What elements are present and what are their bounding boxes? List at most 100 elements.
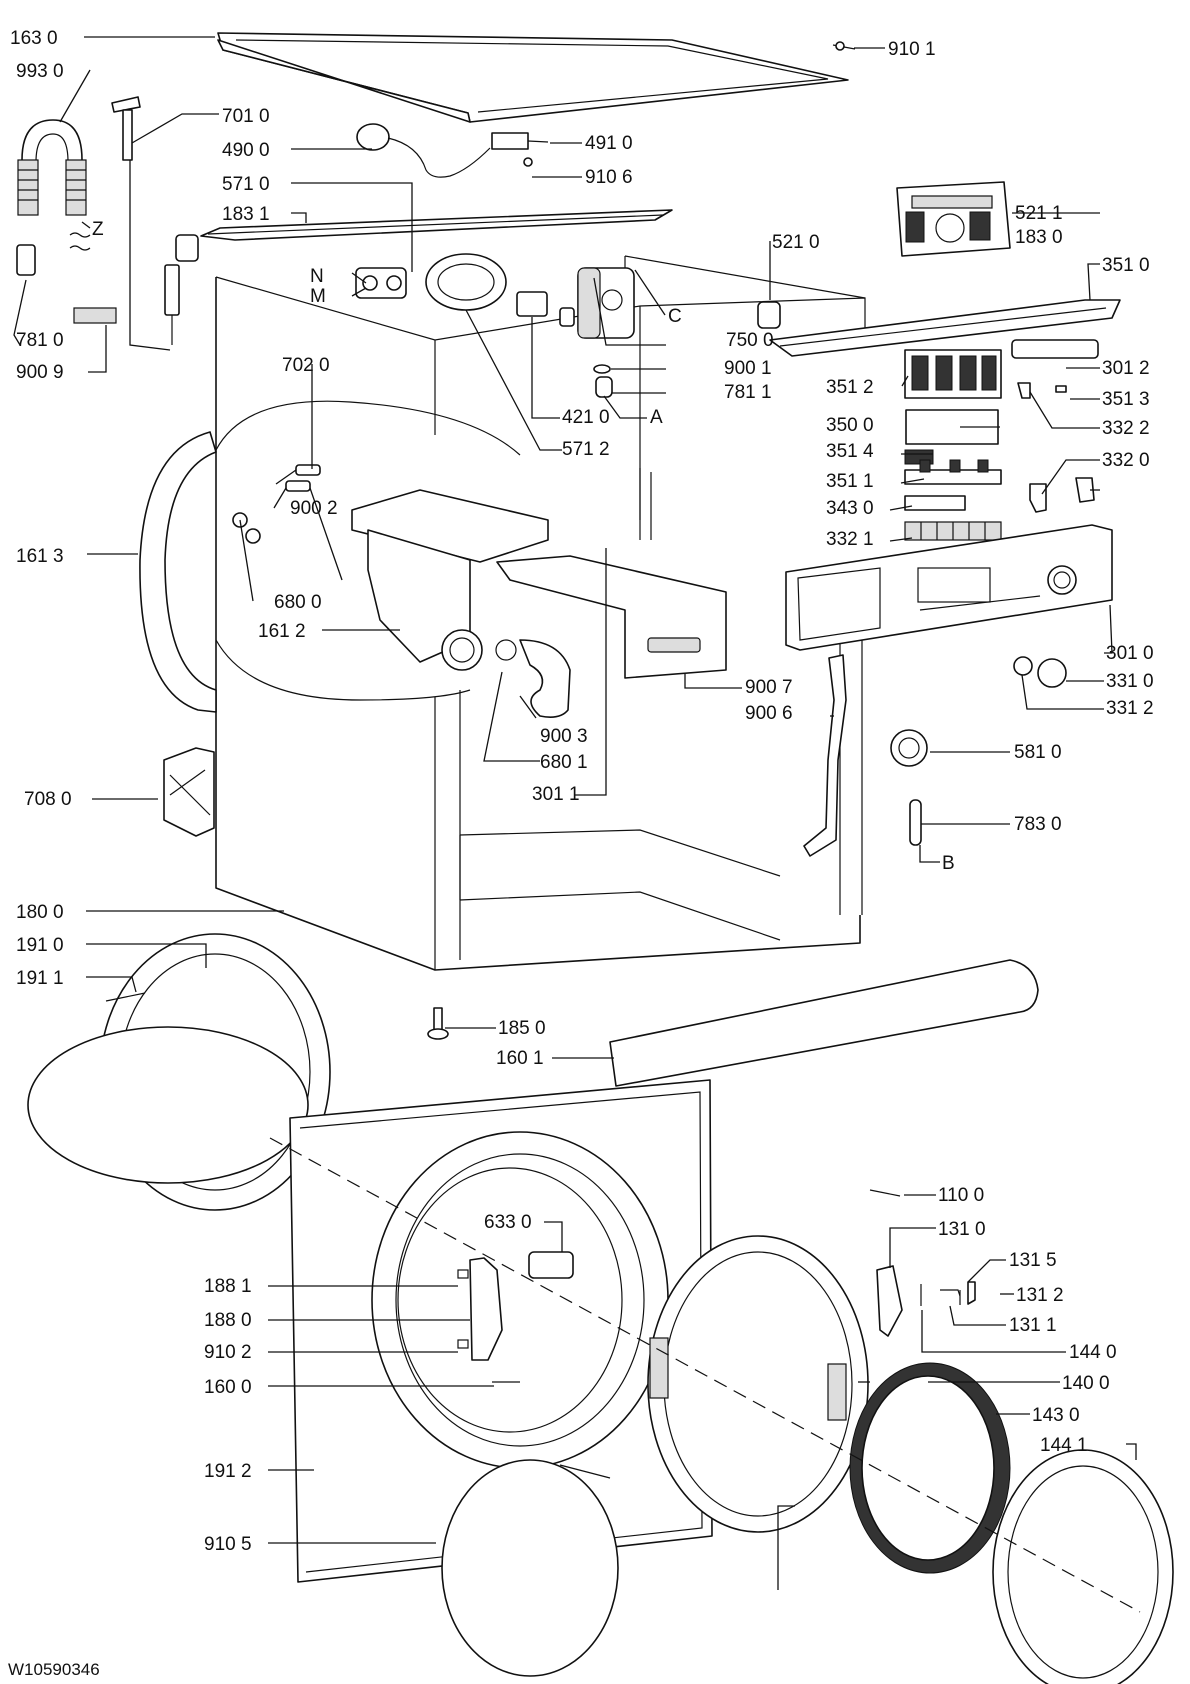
knob-ring-drawing [1013, 656, 1033, 676]
callout-label-clamp: 900 1 [724, 358, 772, 379]
spring-351-2-drawing [1055, 385, 1067, 393]
callout-label-bracket: 332 2 [1102, 418, 1150, 439]
capacitor-drawing [516, 291, 548, 317]
door-seal-drawing [139, 431, 217, 713]
hinge-drawing [457, 1257, 503, 1361]
gasket-clamp-spring-drawing [441, 1459, 619, 1677]
callout-label-bracket: 332 0 [1102, 450, 1150, 471]
top-cover-drawing [217, 32, 849, 123]
callout-label-screw: 910 1 [888, 39, 936, 60]
callout-label-top-cover: 163 0 [10, 28, 58, 49]
hose-guide-drawing [17, 119, 91, 251]
mains-filter-drawing [356, 123, 491, 178]
bushing-781-0-drawing [16, 244, 36, 276]
callout-label-top-rail: 183 1 [222, 204, 270, 225]
callout-label-pump-connector: C [668, 306, 682, 327]
callout-label-detergent-drawer: 301 1 [532, 784, 580, 805]
leader-lines [13, 36, 1137, 1590]
clamp-900-1-drawing [593, 364, 611, 374]
door-handle-drawing [876, 1265, 903, 1337]
bracket-332-2-drawing [1029, 483, 1047, 513]
clip-900-6-drawing [757, 301, 781, 329]
door-glass-drawing [849, 1362, 1011, 1574]
inlet-valve-bracket-drawing [164, 234, 199, 345]
callout-label-screw: 910 5 [204, 1534, 252, 1555]
door-gasket-drawing [27, 933, 331, 1211]
callout-label-detail-marker-a: A [650, 407, 663, 428]
callout-label-display-board: 350 0 [826, 415, 874, 436]
screw-910-1-drawing [832, 41, 856, 51]
callout-label-kick-plate: 160 1 [496, 1048, 544, 1069]
screw-910-5-drawing [869, 1189, 901, 1197]
callout-label-hose-clamp: 900 2 [290, 498, 338, 519]
transit-bolt-tool-drawing [111, 96, 141, 161]
callout-label-bellows-hose: 708 0 [24, 789, 72, 810]
callout-label-detergent-dispenser-housing: 680 0 [274, 592, 322, 613]
callout-label-hinge: 188 0 [204, 1310, 252, 1331]
kick-plate-drawing [609, 959, 1039, 1087]
control-panel-drawing [785, 524, 1113, 651]
front-top-rail-drawing [769, 299, 1121, 357]
button-set-drawing [904, 459, 1002, 485]
button-strip-drawing [1011, 339, 1099, 359]
parts-drawing [16, 32, 1174, 1684]
callout-label-gasket-clamp-spring: 191 2 [204, 1461, 252, 1482]
door-hook-drawing [920, 1281, 976, 1306]
key-row-drawing [904, 521, 1002, 541]
callout-label-led-lens: 343 0 [826, 498, 874, 519]
callout-label-clamp: 900 3 [540, 726, 588, 747]
callout-label-door-frame-outer: 143 0 [1032, 1405, 1080, 1426]
wire-harness-783-drawing [909, 799, 922, 846]
callout-label-knob-ring: 331 2 [1106, 698, 1154, 719]
callout-label-detail-marker-b: B [942, 853, 955, 874]
led-lens-drawing [904, 495, 966, 511]
callout-label-clip: 900 9 [16, 362, 64, 383]
bracket-332-0-drawing [1075, 477, 1095, 503]
callout-label-screw: 185 0 [498, 1018, 546, 1039]
wire-harness-cabinet-drawing [803, 654, 847, 857]
callout-label-screw: 910 6 [585, 167, 633, 188]
callout-label-capacitor: 421 0 [562, 407, 610, 428]
door-frame-inner-drawing [647, 1235, 869, 1533]
screw-185-0-drawing [427, 1007, 449, 1040]
door-frame-outer-drawing [992, 1449, 1174, 1684]
callout-label-hose-guide: 993 0 [16, 61, 64, 82]
callout-label-pressure-switch: 581 0 [1014, 742, 1062, 763]
callout-label-door-glass: 140 0 [1062, 1373, 1110, 1394]
filter-clip-drawing [491, 132, 549, 150]
detergent-dispenser-housing-drawing [351, 489, 549, 671]
callout-label-inlet-valve: 571 0 [222, 174, 270, 195]
callout-label-front-panel: 160 0 [204, 1377, 252, 1398]
callout-label-spring: 351 2 [826, 377, 874, 398]
callout-label-knob: 331 0 [1106, 671, 1154, 692]
callout-label-filter-clip: 491 0 [585, 133, 633, 154]
callout-label-control-board: 301 2 [1102, 358, 1150, 379]
valve-hose-drawing [425, 253, 507, 311]
callout-label-valve-hose: 571 2 [562, 439, 610, 460]
callout-label-dispenser-cover: 680 1 [540, 752, 588, 773]
callout-label-door-frame-inner: 144 0 [1069, 1342, 1117, 1363]
valve-pin-m-drawing [285, 480, 311, 492]
callout-label-gasket-spring: 191 1 [16, 968, 64, 989]
callout-label-cabinet: 180 0 [16, 902, 64, 923]
bushing-781-1-drawing [595, 376, 613, 398]
hose-clamp-2-drawing [245, 528, 261, 544]
clip-900-9-drawing [73, 307, 117, 324]
callout-label-button-lever: 351 3 [1102, 389, 1150, 410]
callout-label-hook-pin: 131 5 [1009, 1250, 1057, 1271]
callout-label-bushing: 781 1 [724, 382, 772, 403]
callout-label-door-handle: 110 0 [938, 1185, 984, 1206]
callout-label-mains-filter: 490 0 [222, 140, 270, 161]
callout-label-screw: 910 2 [204, 1342, 252, 1363]
door-axis-line [269, 1137, 1141, 1613]
callout-label-hose-bushing: 781 0 [16, 330, 64, 351]
callout-label-electronic-module: 521 0 [772, 232, 820, 253]
callout-label-door-lock: 633 0 [484, 1212, 532, 1233]
callout-label-door-hook: 131 0 [938, 1219, 986, 1240]
callout-label-cable-tie: 900 7 [745, 677, 793, 698]
callout-label-button-strip: 351 0 [1102, 255, 1150, 276]
callout-label-filter-motor: 750 0 [726, 330, 774, 351]
inlet-valve-drawing [355, 267, 407, 299]
callout-label-front-top-rail: 183 0 [1015, 227, 1063, 248]
